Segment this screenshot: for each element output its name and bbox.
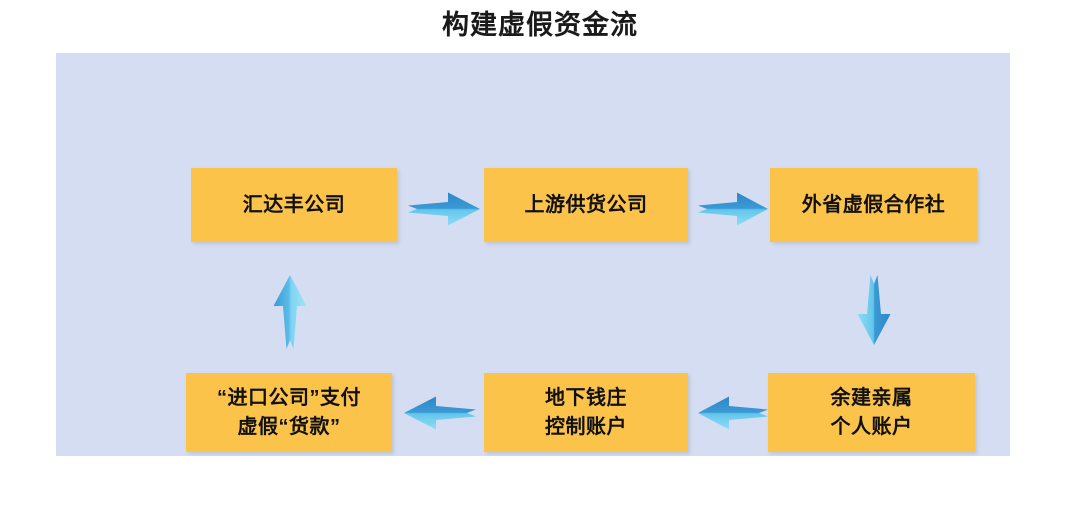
node-yujian-relative-account[interactable]: 余建亲属 个人账户: [768, 373, 975, 452]
node-label: 余建亲属 个人账户: [830, 386, 913, 438]
node-label: 汇达丰公司: [242, 193, 346, 216]
node-underground-bank-account[interactable]: 地下钱庄 控制账户: [484, 373, 688, 452]
arrow-up-icon: [273, 275, 307, 349]
arrow-left-icon: [404, 396, 476, 430]
node-label: “进口公司”支付 虚假“货款”: [217, 386, 361, 438]
node-label: 上游供货公司: [524, 193, 648, 216]
arrow-d-to-e: [698, 395, 768, 431]
arrow-b-to-c: [698, 191, 768, 227]
node-import-company-fake-payment[interactable]: “进口公司”支付 虚假“货款”: [186, 373, 392, 452]
page-title: 构建虚假资金流: [442, 10, 638, 40]
arrow-e-to-f: [404, 395, 476, 431]
node-outofprovince-fake-coop[interactable]: 外省虚假合作社: [770, 168, 977, 242]
node-upstream-supplier[interactable]: 上游供货公司: [484, 168, 688, 242]
arrow-f-to-a: [272, 275, 308, 349]
arrow-right-icon: [408, 192, 480, 226]
arrow-a-to-b: [408, 191, 480, 227]
arrow-down-icon: [857, 275, 891, 345]
arrow-left-icon: [698, 396, 768, 430]
arrow-c-to-d: [856, 275, 892, 345]
node-label: 外省虚假合作社: [801, 193, 946, 216]
arrow-right-icon: [698, 192, 768, 226]
node-label: 地下钱庄 控制账户: [545, 386, 627, 438]
node-huidafeng-company[interactable]: 汇达丰公司: [191, 168, 397, 242]
diagram-panel: 汇达丰公司 上游供货公司 外省虚假合作社 余建亲属 个人账户 地下钱庄 控制账户…: [56, 53, 1010, 456]
